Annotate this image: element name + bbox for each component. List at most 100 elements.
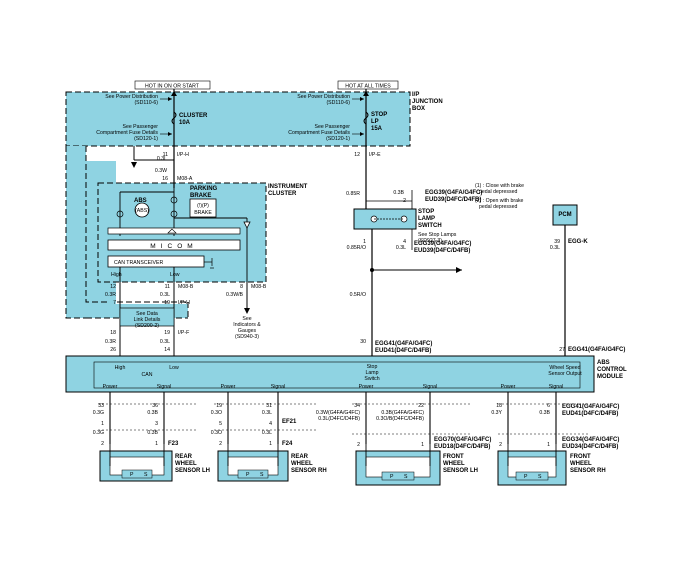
svg-text:(SD120-1): (SD120-1) xyxy=(134,136,158,142)
junction-label: JUNCTION xyxy=(412,99,443,105)
front-wheel-sensor-lh-circuit: 34 22 0.3W(G4FA/G4FC) 0.3L(D4FC/D4FB) 0.… xyxy=(316,392,491,486)
svg-text:0.3O: 0.3O xyxy=(211,430,222,436)
svg-text:See Stop Lamps: See Stop Lamps xyxy=(418,232,457,238)
svg-text:Gauges: Gauges xyxy=(238,328,257,334)
svg-text:See Data: See Data xyxy=(136,311,158,317)
svg-text:0.3L: 0.3L xyxy=(262,410,272,416)
svg-text:Switch: Switch xyxy=(364,376,379,382)
svg-text:39: 39 xyxy=(554,239,560,245)
ip-junction-box: HOT IN ON OR START HOT AT ALL TIMES I/P … xyxy=(65,80,443,158)
svg-text:EGG39(G4FA/G4FC): EGG39(G4FA/G4FC) xyxy=(414,241,471,247)
pcm: PCM 39 EGG-K 0.3L xyxy=(550,204,588,356)
ip-label: I/P xyxy=(412,92,419,98)
svg-text:ABS: ABS xyxy=(134,198,147,204)
svg-text:11: 11 xyxy=(163,152,168,158)
svg-text:(!)(P): (!)(P) xyxy=(197,203,209,209)
hot-at-all-times-label: HOT AT ALL TIMES xyxy=(345,84,391,90)
svg-text:0.3B: 0.3B xyxy=(393,190,404,196)
svg-text:MICOM: MICOM xyxy=(150,243,197,250)
svg-text:1: 1 xyxy=(421,442,424,448)
svg-text:(SD940-3): (SD940-3) xyxy=(235,334,259,340)
fuse-cluster-label: CLUSTER xyxy=(179,113,208,119)
svg-text:2: 2 xyxy=(219,441,222,447)
svg-text:EGG34(G4FA/G4FC): EGG34(G4FA/G4FC) xyxy=(562,437,619,443)
svg-text:3: 3 xyxy=(155,421,158,427)
svg-text:(SD120-1): (SD120-1) xyxy=(326,136,350,142)
svg-text:0.3W(G4FA/G4FC): 0.3W(G4FA/G4FC) xyxy=(316,410,360,416)
svg-text:34: 34 xyxy=(354,403,360,409)
hot-in-on-start-label: HOT IN ON OR START xyxy=(145,84,200,90)
svg-text:EGG39(G4FA/G4FC): EGG39(G4FA/G4FC) xyxy=(425,190,482,196)
instrument-cluster: INSTRUMENT CLUSTER 0.3L 0.3W 16 M08-A AB… xyxy=(97,146,308,288)
svg-text:SENSOR RH: SENSOR RH xyxy=(570,468,606,474)
svg-text:36: 36 xyxy=(152,403,158,409)
svg-text:Power: Power xyxy=(103,384,118,390)
svg-text:WHEEL: WHEEL xyxy=(175,461,197,467)
svg-text:Compartment Fuse Details: Compartment Fuse Details xyxy=(96,130,158,136)
rear-wheel-sensor-lh-circuit: 33 36 0.3G 0.3B 1 3 0.3G 0.3B 2 1 F23 P … xyxy=(93,392,210,482)
svg-text:Link Details: Link Details xyxy=(134,317,161,323)
svg-text:WHEEL: WHEEL xyxy=(570,461,592,467)
svg-text:P: P xyxy=(130,472,134,478)
svg-text:P: P xyxy=(246,472,250,478)
svg-text:19: 19 xyxy=(164,300,170,306)
svg-text:0.3B: 0.3B xyxy=(147,430,158,436)
svg-text:BRAKE: BRAKE xyxy=(194,210,212,216)
svg-text:CLUSTER: CLUSTER xyxy=(268,191,297,197)
svg-text:5: 5 xyxy=(219,421,222,427)
svg-text:0.3W/B: 0.3W/B xyxy=(226,292,244,298)
svg-text:Sensor Output: Sensor Output xyxy=(548,371,582,377)
power-distribution-ref-left: (SD110-6) xyxy=(134,100,158,106)
svg-text:BRAKE: BRAKE xyxy=(190,193,211,199)
hot-in-on-start-box xyxy=(134,80,211,90)
svg-text:PARKING: PARKING xyxy=(190,186,218,192)
svg-text:2: 2 xyxy=(101,441,104,447)
svg-text:S: S xyxy=(144,472,148,478)
svg-text:CAN: CAN xyxy=(142,372,153,378)
svg-text:1: 1 xyxy=(155,441,158,447)
svg-text:14: 14 xyxy=(164,347,170,353)
svg-text:pedal depressed: pedal depressed xyxy=(479,189,517,195)
svg-text:MODULE: MODULE xyxy=(597,374,623,380)
svg-text:INSTRUMENT: INSTRUMENT xyxy=(268,184,308,190)
svg-text:1: 1 xyxy=(101,421,104,427)
svg-text:Signal: Signal xyxy=(271,384,285,390)
svg-text:0.3B: 0.3B xyxy=(147,410,158,416)
svg-text:0.3L: 0.3L xyxy=(160,292,170,298)
front-wheel-sensor-rh-circuit: 18 6 0.3Y 0.3B EGG41(G4FA/G4FC) EUD41(D4… xyxy=(491,392,619,486)
svg-text:Signal: Signal xyxy=(157,384,171,390)
svg-text:S: S xyxy=(260,472,264,478)
svg-text:High: High xyxy=(115,365,126,371)
svg-text:I/P-H: I/P-H xyxy=(178,300,190,306)
svg-text:M08-B: M08-B xyxy=(178,284,194,290)
svg-text:REAR: REAR xyxy=(175,454,193,460)
svg-text:0.3W: 0.3W xyxy=(155,168,167,174)
svg-text:31: 31 xyxy=(266,403,272,409)
svg-text:18: 18 xyxy=(110,330,116,336)
svg-text:See Passenger: See Passenger xyxy=(123,124,159,130)
svg-text:6: 6 xyxy=(547,403,550,409)
svg-text:(2) : Open with brake: (2) : Open with brake xyxy=(475,198,524,204)
svg-text:4: 4 xyxy=(269,421,272,427)
svg-text:(ABS): (ABS) xyxy=(135,208,149,214)
svg-text:2: 2 xyxy=(499,442,502,448)
svg-text:0.3B: 0.3B xyxy=(539,410,550,416)
svg-text:33: 33 xyxy=(98,403,104,409)
svg-text:S: S xyxy=(538,474,542,480)
svg-text:22: 22 xyxy=(418,403,424,409)
svg-text:ABS: ABS xyxy=(597,360,610,366)
svg-text:15A: 15A xyxy=(371,126,383,132)
svg-text:0.3R: 0.3R xyxy=(105,339,116,345)
svg-text:0.3O: 0.3O xyxy=(211,410,222,416)
svg-text:Low: Low xyxy=(169,365,179,371)
svg-text:STOP: STOP xyxy=(418,209,434,215)
svg-text:See: See xyxy=(242,316,251,322)
svg-text:Power: Power xyxy=(501,384,516,390)
hot-at-all-times-box xyxy=(337,80,399,90)
svg-text:I/P-H: I/P-H xyxy=(177,152,189,158)
svg-text:EUD41(D4FC/D4FB): EUD41(D4FC/D4FB) xyxy=(375,348,431,354)
svg-text:0.3L: 0.3L xyxy=(550,245,560,251)
svg-text:Wheel Speed: Wheel Speed xyxy=(549,365,580,371)
svg-text:0.85R: 0.85R xyxy=(346,191,360,197)
svg-text:12: 12 xyxy=(354,152,360,158)
